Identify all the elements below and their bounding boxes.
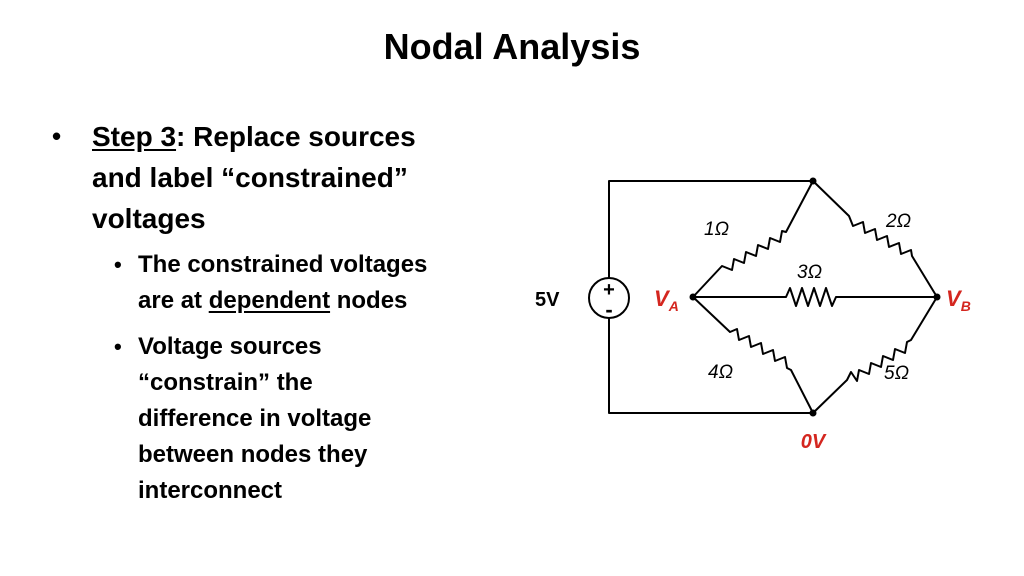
source-plus-sign: + xyxy=(603,279,615,301)
resistor-5-label: 5Ω xyxy=(884,363,909,384)
wire-bottom xyxy=(608,317,814,414)
node-top xyxy=(809,177,817,185)
sub-bullet-line: interconnect xyxy=(138,477,283,504)
node-b xyxy=(933,293,941,301)
bullet-step3-line3: voltages xyxy=(92,203,206,234)
source-value-label: 5V xyxy=(535,289,560,311)
resistor-2-ohm xyxy=(812,180,938,298)
resistor-3-ohm xyxy=(692,287,938,307)
sub-bullet-line: Voltage sources xyxy=(138,333,322,360)
sub-bullet-line: are at dependent nodes xyxy=(138,283,502,319)
text-fragment: nodes xyxy=(330,287,408,314)
sub-bullet-marker: • xyxy=(114,334,122,359)
voltage-source-symbol xyxy=(588,277,630,319)
step-label: Step 3 xyxy=(92,121,177,152)
sub-bullet-line: between nodes they xyxy=(138,441,368,468)
sub-bullet-constrained: • The constrained voltages are at depend… xyxy=(52,247,502,319)
node-bottom xyxy=(809,409,817,417)
source-minus-sign: - xyxy=(605,297,612,322)
node-a xyxy=(689,293,697,301)
bullet-step3-line2: and label “constrained” xyxy=(92,162,408,193)
resistor-1-ohm xyxy=(692,180,814,298)
bullet-step3-line1: Step 3: Replace sources xyxy=(92,116,502,157)
sub-bullet-voltage-sources: • Voltage sources “constrain” the differ… xyxy=(52,329,502,509)
node-a-label: VA xyxy=(654,286,679,314)
underlined-word: dependent xyxy=(208,287,331,314)
text-fragment: are at xyxy=(138,287,209,314)
resistor-5-ohm xyxy=(812,296,938,414)
bullet-marker: • xyxy=(52,121,62,151)
resistor-1-label: 1Ω xyxy=(704,219,729,240)
wire-top xyxy=(608,180,814,279)
sub-bullet-line: difference in voltage xyxy=(138,405,372,432)
node-b-label: VB xyxy=(946,286,971,314)
resistor-2-label: 2Ω xyxy=(885,211,911,232)
bullet-list: • Step 3: Replace sources and label “con… xyxy=(52,116,502,509)
sub-bullet-marker: • xyxy=(114,252,122,277)
sub-bullet-line: “constrain” the xyxy=(138,369,313,396)
resistor-4-ohm xyxy=(692,296,814,414)
slide-title: Nodal Analysis xyxy=(383,26,641,67)
ground-node-label: 0V xyxy=(801,431,827,453)
sub-bullet-line: The constrained voltages xyxy=(138,251,428,278)
resistor-3-label: 3Ω xyxy=(797,262,822,283)
bridge-circuit-diagram: + - 5V VA VB 0V 1Ω 2Ω 3Ω 4Ω 5Ω xyxy=(535,177,971,453)
bullet-step3: • Step 3: Replace sources and label “con… xyxy=(52,116,502,239)
resistor-4-label: 4Ω xyxy=(708,362,733,383)
step-text: : Replace sources xyxy=(176,121,416,152)
